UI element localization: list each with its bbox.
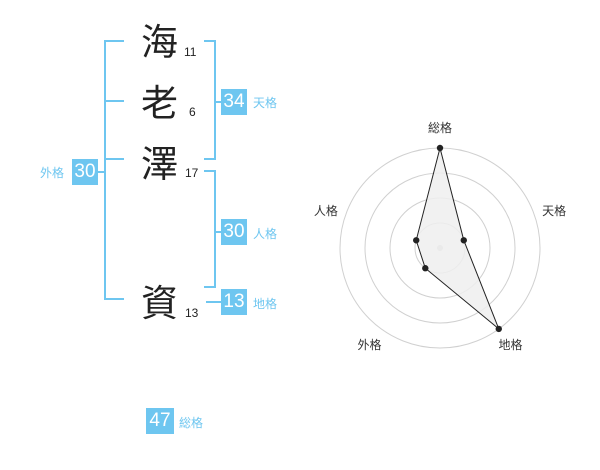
chikaku-value: 13 — [221, 289, 247, 315]
gaikaku-bracket-mid-top — [104, 100, 124, 102]
gaikaku-connector — [96, 171, 104, 173]
name-char-4: 資 — [141, 282, 178, 325]
tenkaku-connector — [214, 101, 222, 103]
radar-point-4 — [422, 265, 429, 272]
gaikaku-value: 30 — [72, 159, 98, 185]
jinkaku-bracket-top — [204, 170, 216, 172]
name-char-2: 老 — [141, 82, 178, 125]
gaikaku-bracket-top — [104, 40, 124, 42]
radar-point-5 — [413, 237, 420, 244]
jinkaku-bracket-vertical — [214, 170, 216, 288]
radar-axis-label-3: 地格 — [498, 337, 522, 352]
soukaku-value: 47 — [146, 408, 174, 434]
tenkaku-value: 34 — [221, 89, 247, 115]
gaikaku-bracket-bottom — [104, 298, 124, 300]
jinkaku-value: 30 — [221, 219, 247, 245]
radar-point-1 — [436, 144, 444, 152]
name-char-3: 澤 — [141, 143, 178, 186]
soukaku-label: 総格 — [179, 416, 204, 430]
tenkaku-bracket-bottom — [204, 158, 216, 160]
tenkaku-bracket-top — [204, 40, 216, 42]
radar-axis-label-1: 総格 — [428, 120, 452, 135]
stroke-count-2: 6 — [189, 105, 196, 119]
tenkaku-bracket-vertical — [214, 40, 216, 160]
radar-axis-label-4: 外格 — [357, 337, 381, 352]
radar-area — [415, 147, 500, 330]
jinkaku-bracket-bottom — [204, 286, 216, 288]
stroke-count-1: 11 — [184, 45, 197, 59]
radar-axis-label-2: 天格 — [542, 203, 566, 218]
radar-axis-label-5: 人格 — [314, 203, 338, 218]
gaikaku-bracket-vertical — [104, 40, 106, 300]
jinkaku-connector — [214, 231, 222, 233]
chikaku-label: 地格 — [253, 297, 278, 311]
tenkaku-label: 天格 — [253, 96, 278, 110]
stroke-count-4: 13 — [185, 306, 199, 320]
jinkaku-label: 人格 — [253, 227, 278, 241]
gaikaku-label: 外格 — [40, 166, 65, 180]
stroke-count-3: 17 — [185, 166, 199, 180]
gaikaku-bracket-mid-bottom — [104, 158, 124, 160]
radar-point-2 — [460, 237, 467, 244]
name-char-1: 海 — [141, 21, 178, 64]
radar-point-3 — [495, 325, 502, 333]
chikaku-connector — [206, 301, 222, 303]
